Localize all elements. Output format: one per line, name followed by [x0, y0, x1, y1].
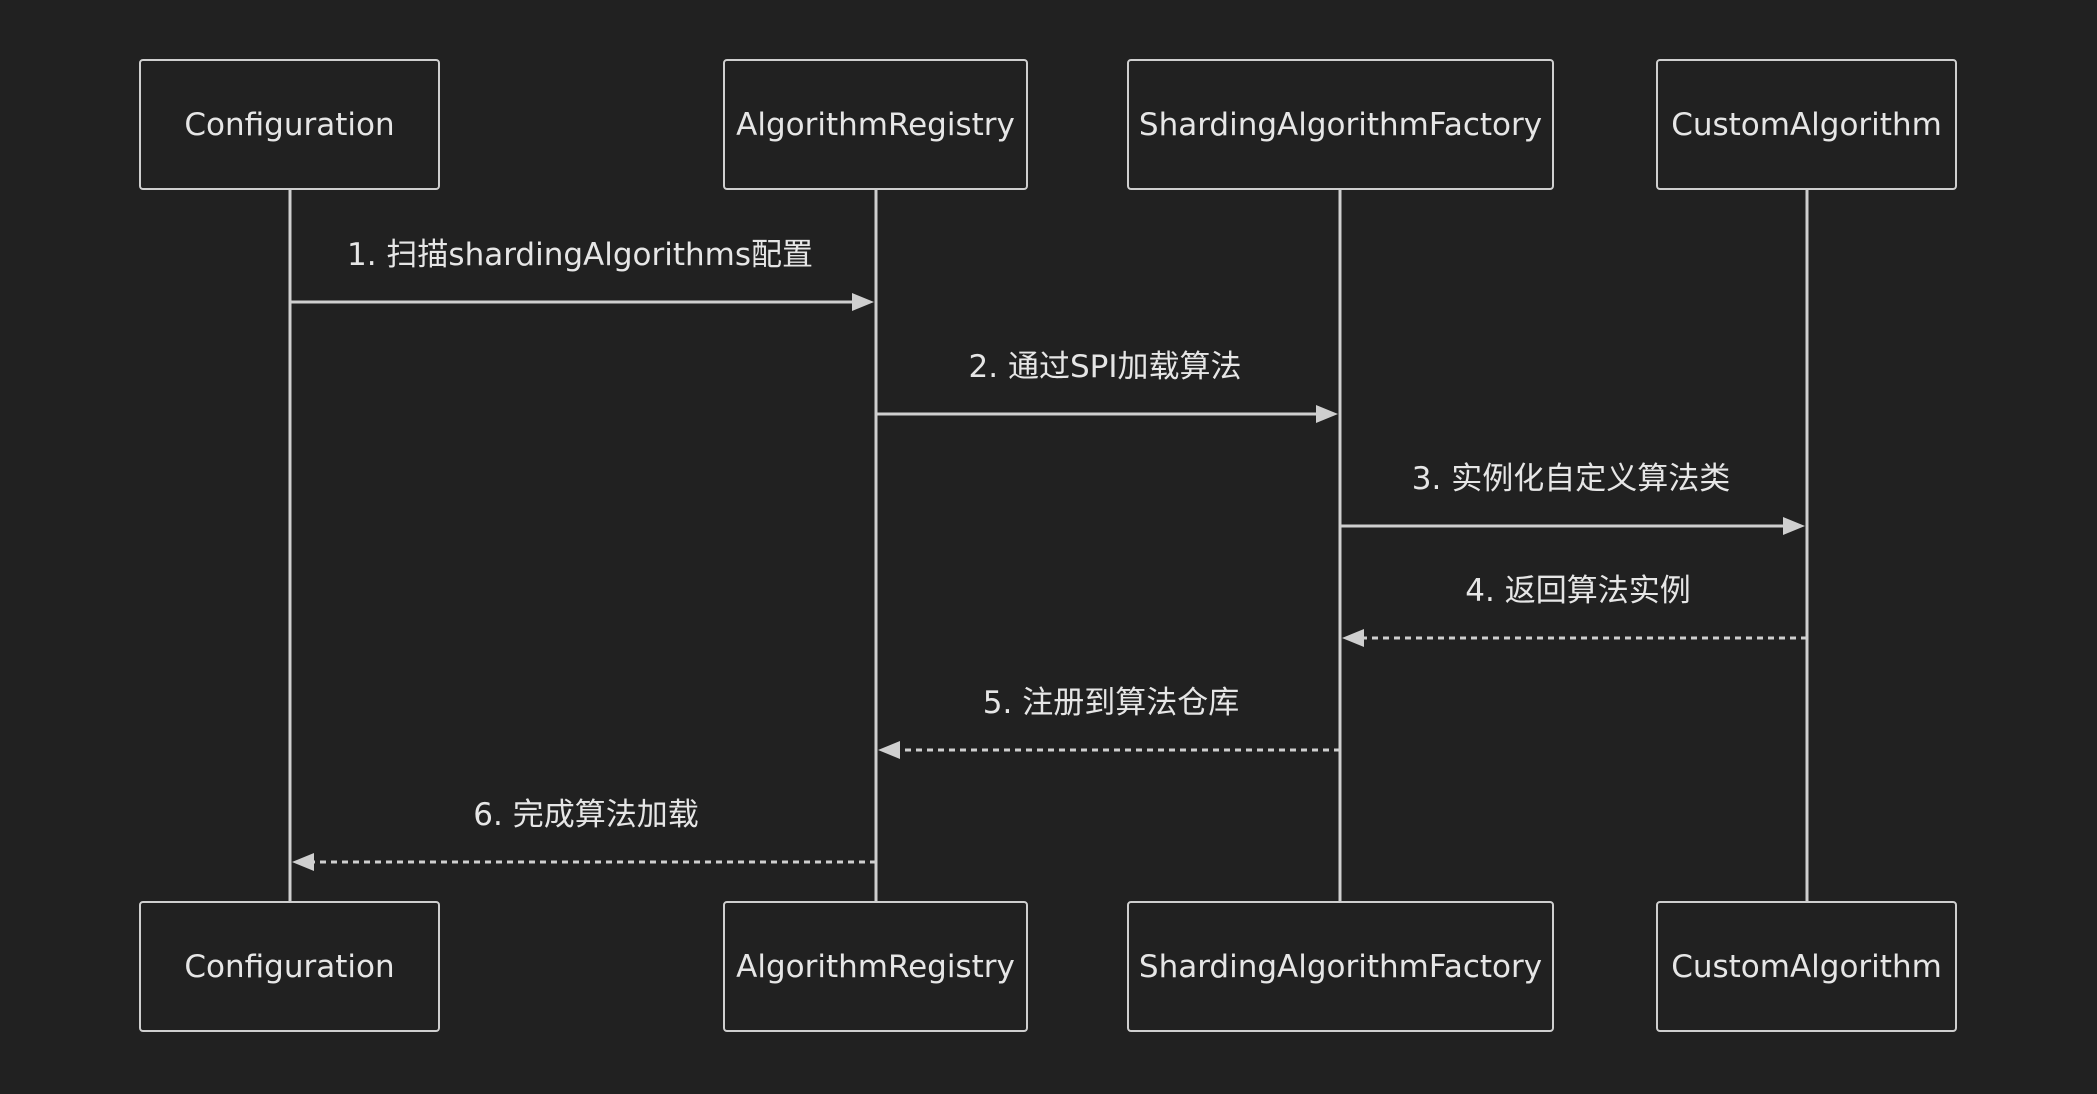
message-label-1: 1. 扫描shardingAlgorithms配置 — [346, 237, 814, 273]
message-arrowhead-2 — [1316, 405, 1338, 423]
message-arrowhead-1 — [852, 293, 874, 311]
message-label-2: 2. 通过SPI加载算法 — [968, 349, 1242, 385]
participant-bottom-algorithm-registry: AlgorithmRegistry — [723, 901, 1028, 1032]
participant-bottom-configuration: Configuration — [139, 901, 440, 1032]
participant-bottom-custom-algorithm: CustomAlgorithm — [1656, 901, 1957, 1032]
message-arrowhead-6 — [292, 853, 314, 871]
message-arrowhead-4 — [1342, 629, 1364, 647]
message-label-5: 5. 注册到算法仓库 — [982, 685, 1240, 721]
participant-bottom-sharding-algorithm-factory: ShardingAlgorithmFactory — [1127, 901, 1554, 1032]
message-label-4: 4. 返回算法实例 — [1465, 573, 1691, 609]
participant-top-sharding-algorithm-factory: ShardingAlgorithmFactory — [1127, 59, 1554, 190]
message-arrowhead-5 — [878, 741, 900, 759]
message-arrowhead-3 — [1783, 517, 1805, 535]
message-label-3: 3. 实例化自定义算法类 — [1411, 461, 1731, 497]
participant-top-configuration: Configuration — [139, 59, 440, 190]
participant-top-algorithm-registry: AlgorithmRegistry — [723, 59, 1028, 190]
message-label-6: 6. 完成算法加载 — [473, 797, 699, 833]
participant-top-custom-algorithm: CustomAlgorithm — [1656, 59, 1957, 190]
